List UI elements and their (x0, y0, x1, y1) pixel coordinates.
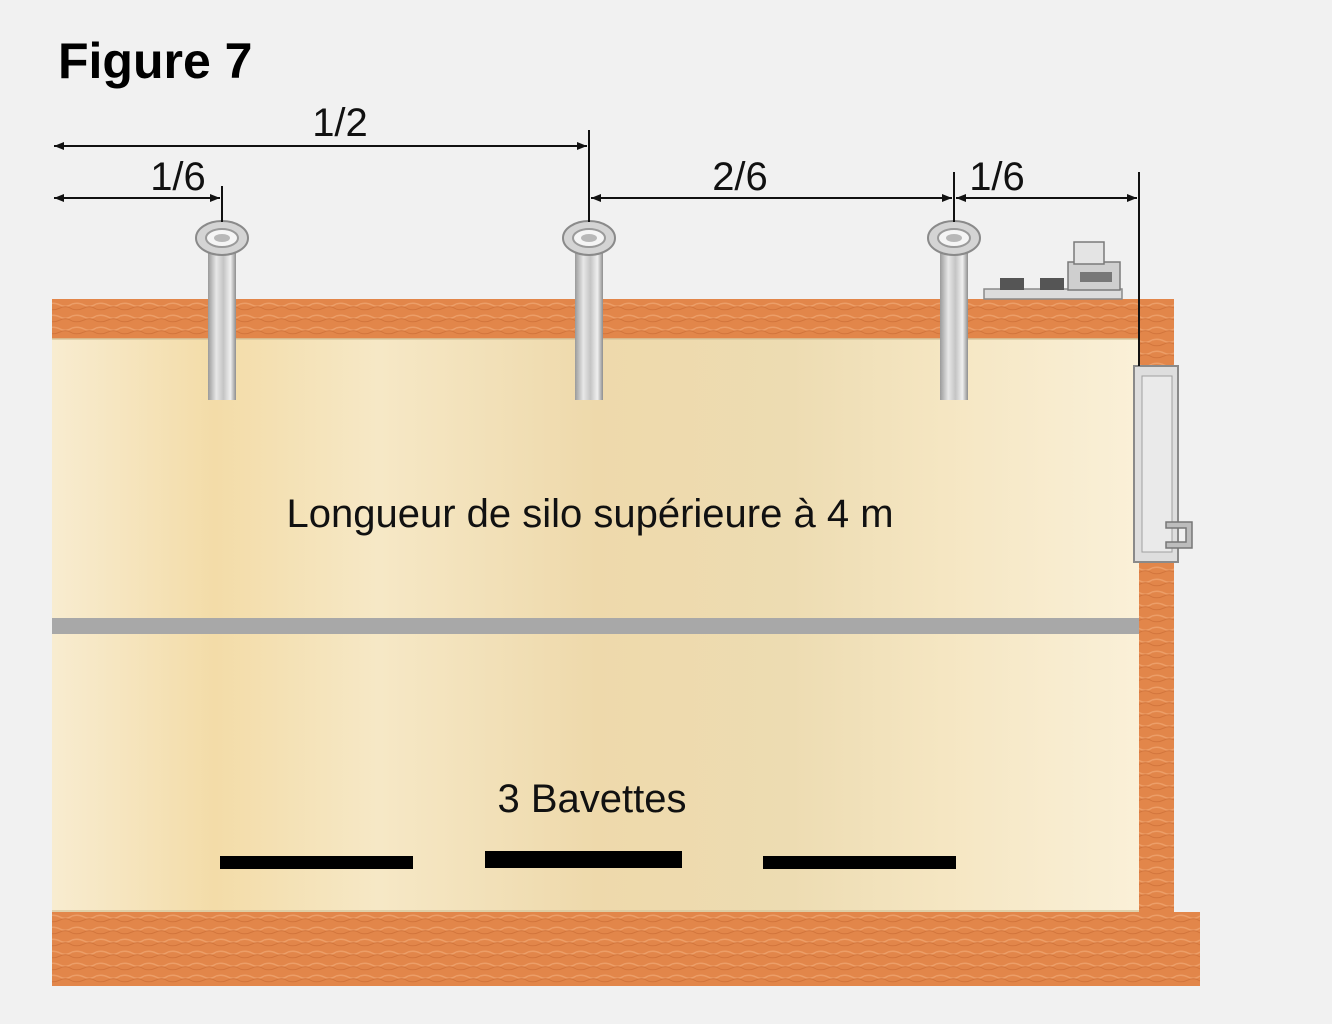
top-wall (52, 299, 1174, 339)
pipe-right (927, 172, 981, 400)
bavette-1 (220, 856, 413, 869)
controller-unit (983, 241, 1123, 300)
pipe-center (562, 130, 616, 400)
label-right-sixth: 1/6 (969, 155, 1025, 199)
silo-length-label: Longueur de silo supérieure à 4 m (286, 492, 893, 536)
pipe-left (195, 186, 249, 400)
bottom-wall-end (1174, 912, 1200, 986)
label-left-sixth: 1/6 (150, 155, 206, 199)
access-hatch (1133, 172, 1193, 563)
label-half: 1/2 (312, 101, 368, 145)
bottom-wall (52, 912, 1200, 986)
bavettes-label: 3 Bavettes (497, 777, 686, 821)
label-two-sixths: 2/6 (712, 155, 768, 199)
bavette-3 (763, 856, 956, 869)
silo-divider (52, 618, 1139, 634)
figure-title: Figure 7 (58, 33, 252, 89)
bavette-2 (485, 851, 682, 868)
